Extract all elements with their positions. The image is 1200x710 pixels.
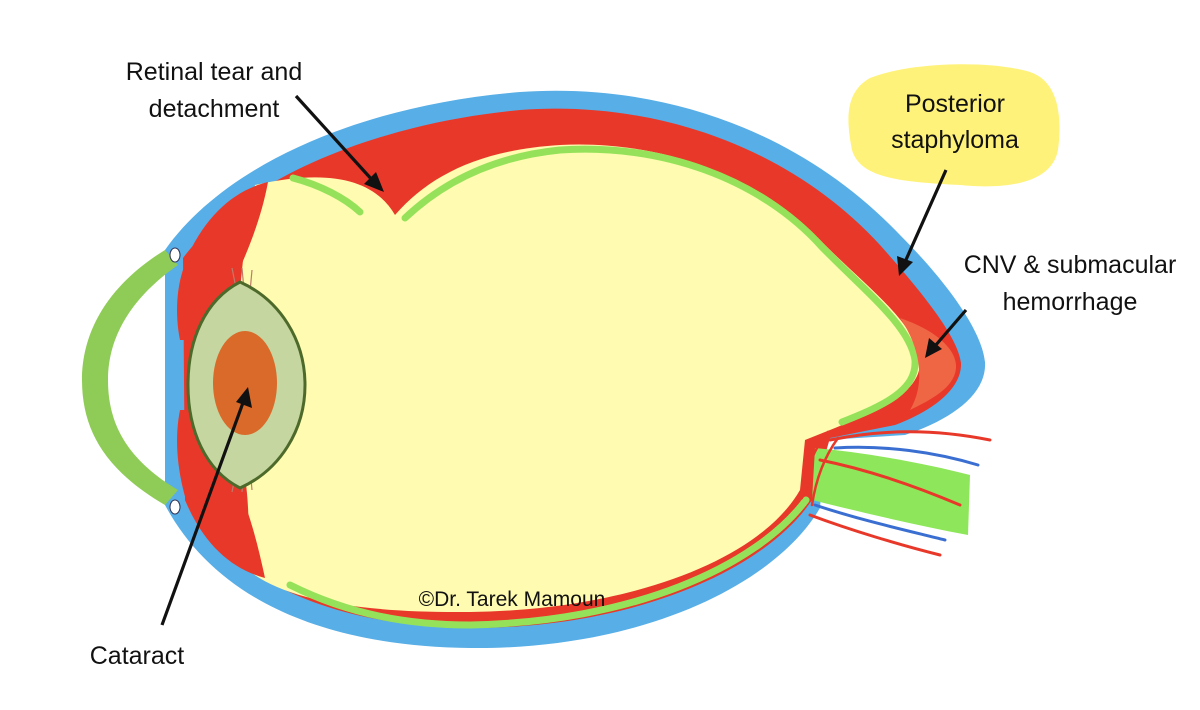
cnv-arrow (933, 308, 968, 348)
schlemm-canal-upper (169, 247, 181, 263)
retinal-tear-arrowhead (364, 172, 384, 192)
retinal-tear-label-line1: Retinal tear and (126, 58, 303, 86)
inferior-retina (286, 496, 810, 629)
ciliary-body-lower (185, 492, 265, 578)
retinal-tear-label-line2: detachment (149, 95, 280, 123)
detached-retina-flap (289, 174, 364, 216)
ciliary-body-upper (185, 182, 268, 268)
retinal-vessels (800, 430, 992, 557)
submacular-hemorrhage (900, 318, 957, 410)
staphyloma-arrowhead (897, 256, 913, 276)
staphyloma-label-line2: staphyloma (891, 126, 1019, 154)
schlemm-canal-lower (169, 499, 181, 515)
staphyloma-arrow (903, 169, 948, 263)
cnv-label-line2: hemorrhage (1003, 288, 1138, 316)
retinal-tear-arrow (294, 94, 376, 184)
cataract-arrow (160, 399, 246, 626)
staphyloma-callout-bubble (848, 64, 1060, 187)
cataract-label: Cataract (90, 642, 185, 670)
cornea (82, 250, 178, 505)
cnv-label-line1: CNV & submacular (964, 251, 1177, 279)
cataract-nucleus (213, 331, 277, 435)
vitreous-cavity (240, 144, 921, 613)
copyright-text: ©Dr. Tarek Mamoun (419, 588, 606, 611)
cnv-arrowhead (925, 338, 942, 358)
iris-upper (177, 262, 206, 340)
cataract-arrowhead (236, 387, 252, 408)
leader-arrows (160, 94, 968, 626)
iris-lower (177, 410, 206, 500)
attached-retina (401, 145, 919, 426)
staphyloma-label-line1: Posterior (905, 90, 1005, 118)
optic-nerve (812, 448, 970, 535)
